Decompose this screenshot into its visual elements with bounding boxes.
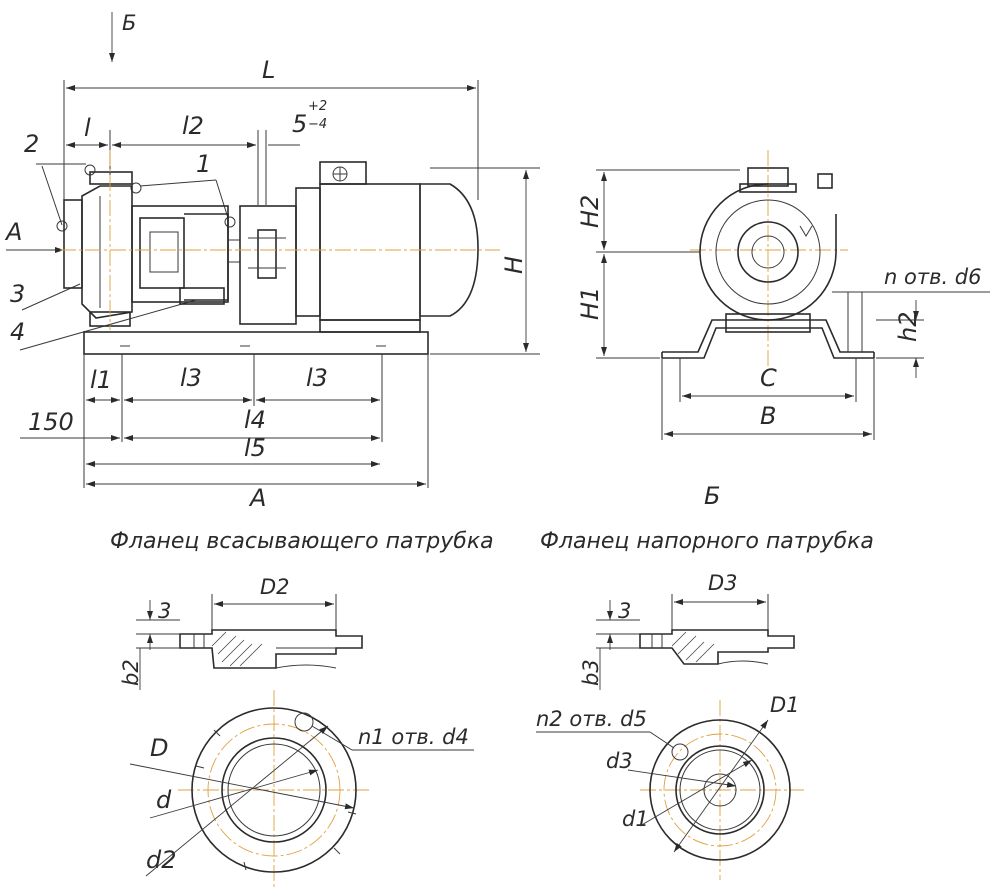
callout-3: 3: [10, 280, 25, 308]
dim-3-discharge: 3: [618, 599, 631, 623]
dim-l3-left: l3: [180, 364, 202, 392]
dim-150: 150: [28, 408, 74, 436]
callout-4: 4: [10, 318, 25, 346]
dim-l2: l2: [182, 112, 204, 140]
dim-D1: D1: [770, 693, 800, 717]
suction-flange-caption: Фланец всасывающего патрубка: [110, 529, 494, 554]
dim-l3-right: l3: [306, 364, 328, 392]
view-a-label: А: [4, 218, 22, 246]
side-view: Б L l l2 5 +2 −4 2 1 А 3 4: [4, 11, 540, 512]
dim-d1: d1: [622, 807, 649, 831]
dim-L: L: [262, 56, 275, 84]
dim-3-suction: 3: [158, 599, 171, 623]
dim-l: l: [84, 114, 91, 142]
dim-b2: b2: [119, 659, 143, 686]
discharge-holes-label: n2 отв. d5: [536, 707, 647, 731]
view-b-caption: Б: [704, 482, 720, 510]
callout-1: 1: [196, 150, 211, 178]
view-arrow-label: Б: [122, 11, 136, 35]
dim-d3: d3: [606, 749, 633, 773]
suction-holes-label: n1 отв. d4: [358, 725, 469, 749]
dim-D: D: [150, 734, 168, 762]
dim-B: B: [760, 402, 776, 430]
dim-H2: H2: [576, 195, 604, 228]
dim-holes-n-d6: n отв. d6: [884, 265, 981, 289]
dim-l5: l5: [244, 434, 266, 462]
dim-d: d: [156, 786, 172, 814]
dim-H: H: [500, 256, 528, 274]
dim-h2: h2: [894, 312, 922, 342]
callout-2: 2: [24, 130, 39, 158]
dim-b3: b3: [579, 659, 603, 686]
discharge-flange-section: D3 3 b3: [579, 571, 795, 690]
dim-H1: H1: [576, 287, 604, 320]
dim-C: C: [760, 364, 777, 392]
dim-D2: D2: [260, 575, 290, 599]
dim-D3: D3: [708, 571, 738, 595]
dim-l4: l4: [244, 406, 266, 434]
suction-flange-front: n1 отв. d4 D d d2: [129, 690, 474, 889]
dim-gap: 5: [292, 110, 307, 138]
discharge-flange-front: n2 отв. d5 D1 d3 d1: [536, 693, 804, 880]
discharge-flange-caption: Фланец напорного патрубка: [540, 529, 874, 554]
dim-gap-plus: +2: [308, 99, 327, 114]
dim-l1: l1: [90, 366, 112, 394]
dim-d2: d2: [146, 846, 177, 874]
dim-gap-minus: −4: [308, 117, 327, 132]
dim-A: A: [248, 484, 266, 512]
suction-flange-section: D2 3 b2: [119, 575, 363, 690]
end-view: H2 H1 n отв. d6 h2 C B Б: [576, 150, 990, 510]
